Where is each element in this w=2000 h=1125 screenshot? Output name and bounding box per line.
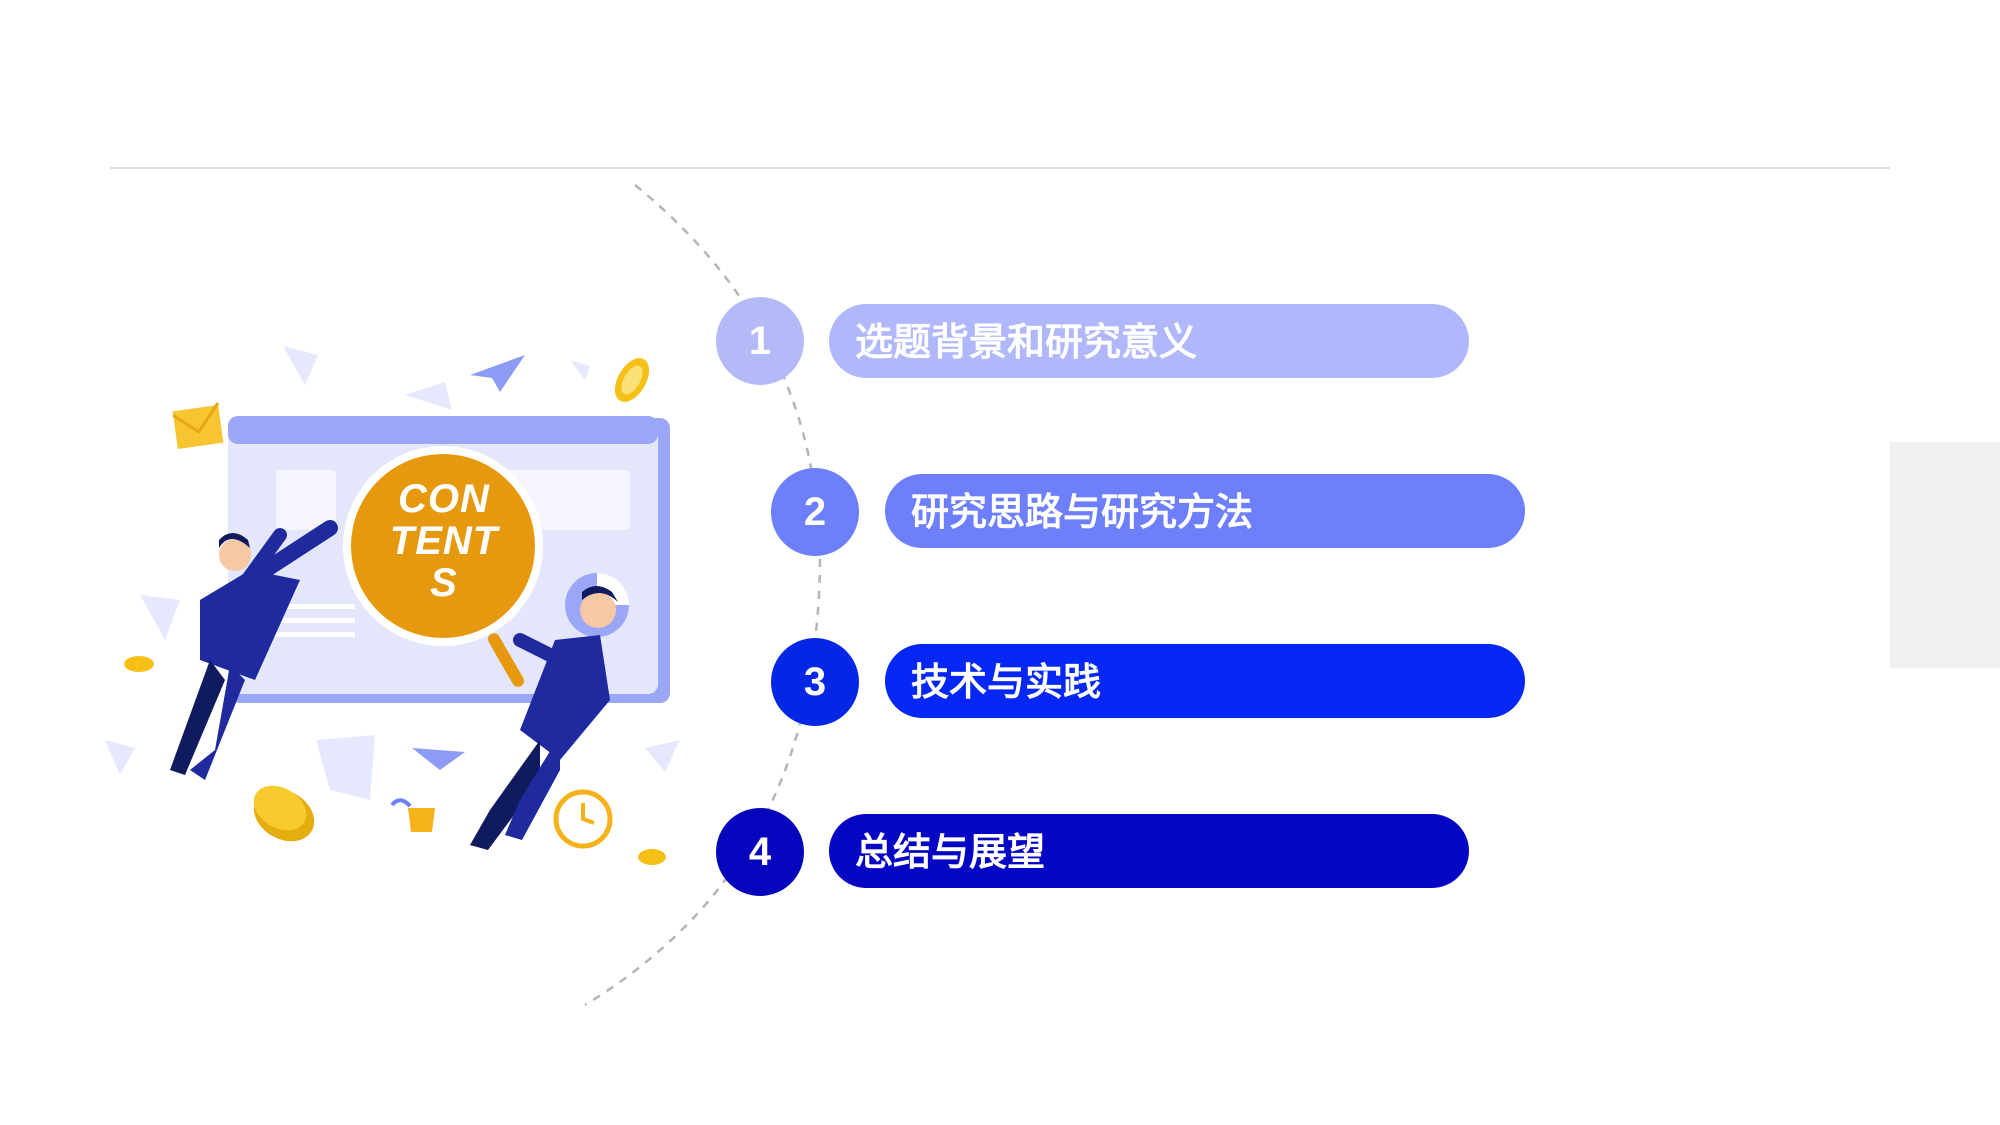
contents-badge: CON TENT S	[352, 478, 536, 604]
top-divider	[110, 167, 1890, 169]
paper-plane-icon	[412, 748, 465, 770]
person-left	[170, 520, 338, 780]
coin-icon	[124, 656, 154, 672]
paper-plane-icon	[470, 355, 525, 392]
coin-icon	[638, 849, 666, 865]
menu-item-label[interactable]: 技术与实践	[885, 644, 1525, 718]
menu-item-number: 4	[716, 808, 804, 896]
clock-icon	[553, 789, 613, 849]
menu-item-number: 3	[771, 638, 859, 726]
menu-item-label[interactable]: 选题背景和研究意义	[829, 304, 1469, 378]
coin-icon	[253, 785, 315, 842]
menu-item-number: 2	[771, 468, 859, 556]
side-tab	[1890, 442, 2000, 668]
menu-item-label[interactable]: 总结与展望	[829, 814, 1469, 888]
contents-line-1: CON	[398, 477, 490, 521]
envelope-icon	[172, 402, 224, 450]
magnifier-icon	[343, 446, 543, 687]
menu-item-label[interactable]: 研究思路与研究方法	[885, 474, 1525, 548]
coin-icon	[614, 358, 650, 402]
coffee-cup-icon	[390, 798, 435, 832]
contents-line-3: S	[430, 561, 458, 605]
paper-confetti	[105, 346, 680, 800]
person-right	[470, 586, 618, 850]
contents-line-2: TENT	[389, 519, 499, 563]
menu-item-number: 1	[716, 297, 804, 385]
